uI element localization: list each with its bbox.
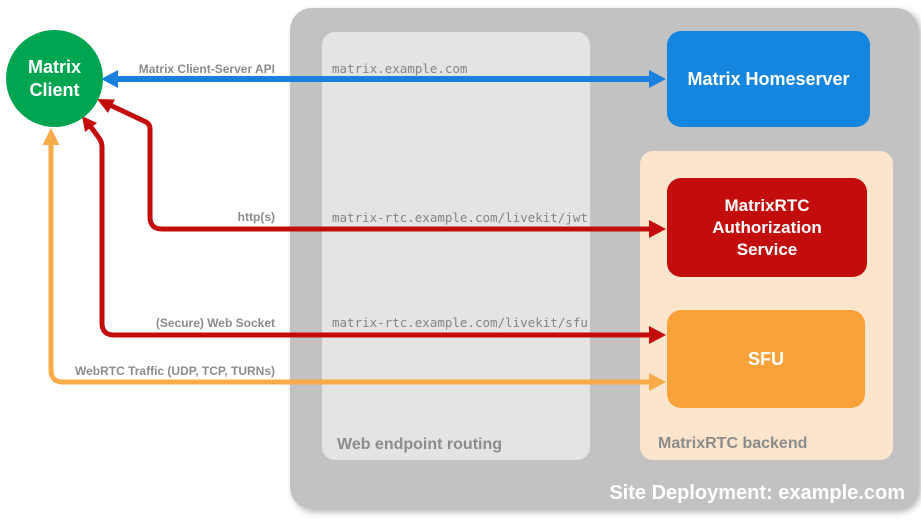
matrix-homeserver-node: Matrix Homeserver bbox=[667, 31, 870, 127]
matrixrtc-auth-service-label: MatrixRTC Authorization Service bbox=[712, 195, 822, 259]
matrix-homeserver-label: Matrix Homeserver bbox=[687, 68, 850, 89]
matrixrtc-backend-caption: MatrixRTC backend bbox=[658, 435, 808, 452]
matrixrtc-auth-service-node: MatrixRTC Authorization Service bbox=[667, 178, 867, 277]
label-websocket: (Secure) Web Socket bbox=[155, 316, 275, 330]
web-endpoint-routing-container bbox=[322, 32, 590, 460]
web-endpoint-routing-caption: Web endpoint routing bbox=[337, 436, 503, 453]
arrow-websocket bbox=[82, 116, 666, 344]
matrix-client-node: Matrix Client bbox=[6, 30, 103, 127]
site-deployment-title: Site Deployment: example.com bbox=[609, 482, 905, 504]
matrix-client-label: Matrix Client bbox=[27, 56, 81, 100]
sfu-label: SFU bbox=[748, 348, 784, 369]
arrow-webrtc-traffic bbox=[42, 128, 666, 391]
arrow-client-server-api bbox=[101, 70, 666, 88]
arrow-https bbox=[97, 99, 666, 238]
endpoint-matrix-domain: matrix.example.com bbox=[332, 61, 468, 76]
sfu-node: SFU bbox=[667, 310, 865, 408]
endpoint-livekit-sfu: matrix-rtc.example.com/livekit/sfu bbox=[332, 315, 588, 330]
label-https: http(s) bbox=[237, 210, 275, 224]
endpoint-livekit-jwt: matrix-rtc.example.com/livekit/jwt bbox=[332, 210, 588, 225]
label-webrtc-traffic: WebRTC Traffic (UDP, TCP, TURNs) bbox=[74, 364, 275, 378]
label-client-server-api: Matrix Client-Server API bbox=[138, 62, 275, 76]
